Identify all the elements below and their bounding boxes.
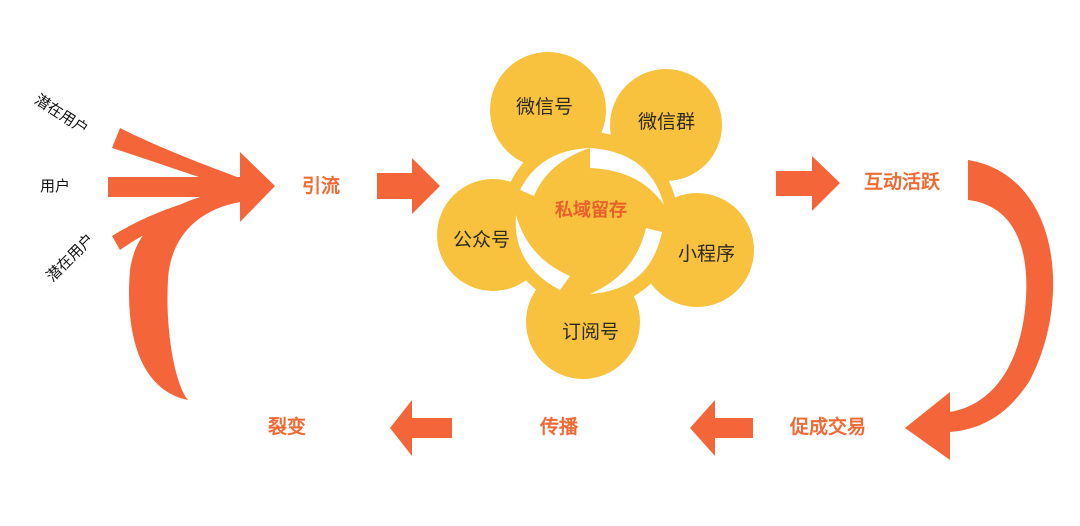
loop-arrow-left [129,190,240,440]
source-arrows [108,128,275,250]
petal-label-xiaochengxu: 小程序 [678,243,736,265]
stage-engage: 互动活跃 [864,171,941,193]
arrow-spread-to-fission [390,400,452,456]
loop-arrow-right [905,160,1054,460]
stage-spread: 传播 [540,416,579,438]
flower [437,52,754,379]
swirl-4 [520,148,590,196]
petal-label-weixinhao: 微信号 [516,96,574,118]
stage-fission: 裂变 [268,416,307,438]
stage-attract: 引流 [302,175,341,197]
arrow-convert-to-spread [690,400,753,456]
arrow-retain-to-engage [776,156,840,211]
arrow-attract-to-retain [377,158,440,214]
swirl-3 [515,215,570,290]
petal-label-weixinqun: 微信群 [638,111,696,133]
swirl-2 [590,228,662,294]
petal-label-dingyuehao: 订阅号 [562,321,620,343]
swirl-1 [590,148,664,205]
petal-label-gongzhonghao: 公众号 [453,229,511,251]
source-arrow-top [112,128,240,190]
stage-convert: 促成交易 [790,416,867,438]
source-arrow-middle [108,152,275,222]
stage-retain: 私域留存 [555,200,627,221]
source-label-middle: 用户 [40,177,71,195]
